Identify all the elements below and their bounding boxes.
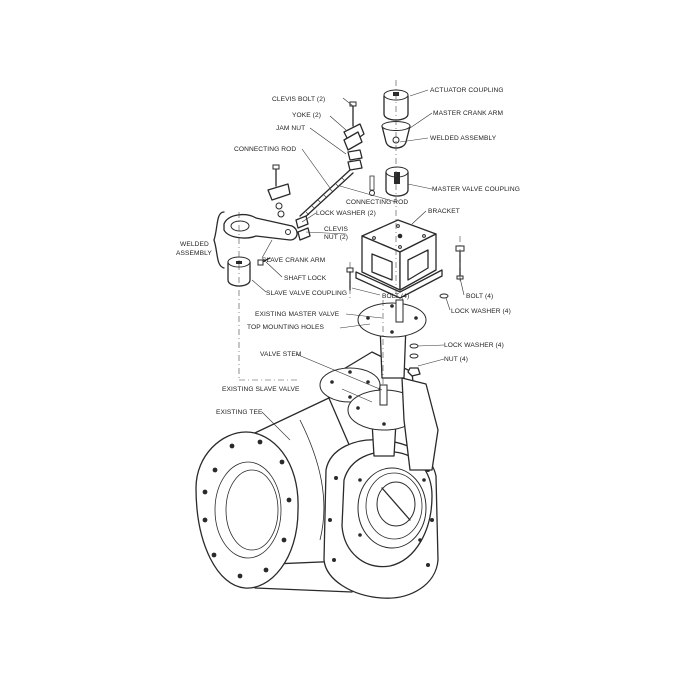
yoke xyxy=(343,123,365,151)
bracket xyxy=(355,219,443,299)
label-welded-assembly-right: WELDED ASSEMBLY xyxy=(430,135,497,142)
shaft-lock xyxy=(257,257,271,266)
label-lock-washer-2: LOCK WASHER (2) xyxy=(316,210,376,217)
label-slave-valve-coupling: SLAVE VALVE COUPLING xyxy=(266,290,347,297)
label-existing-master-valve: EXISTING MASTER VALVE xyxy=(255,311,340,318)
label-bolt-center: BOLT (4) xyxy=(382,293,409,300)
label-valve-stem: VALVE STEM xyxy=(260,351,301,358)
label-welded-assembly-left-2: ASSEMBLY xyxy=(176,250,212,257)
clevis-bolt xyxy=(349,101,357,127)
label-welded-assembly-left-1: WELDED xyxy=(180,241,209,248)
welded-lock-washer-master xyxy=(369,175,375,196)
label-actuator-coupling: ACTUATOR COUPLING xyxy=(430,87,504,94)
center-lines xyxy=(238,80,461,386)
welded-assembly-brace xyxy=(213,211,225,269)
label-connecting-rod-right: CONNECTING ROD xyxy=(346,199,408,206)
label-bolt-right: BOLT (4) xyxy=(466,293,493,300)
jam-nut xyxy=(347,149,363,171)
label-master-crank-arm: MASTER CRANK ARM xyxy=(433,110,503,117)
label-nut: NUT (4) xyxy=(444,356,468,363)
label-clevis-bolt: CLEVIS BOLT (2) xyxy=(272,96,325,103)
existing-master-valve xyxy=(357,299,439,471)
slave-butterfly-valve xyxy=(341,384,433,568)
label-jam-nut: JAM NUT xyxy=(276,125,305,132)
label-clevis-nut-2: NUT (2) xyxy=(324,234,348,241)
label-slave-crank-arm: SLAVE CRANK ARM xyxy=(262,257,325,264)
label-clevis-nut-1: CLEVIS xyxy=(324,226,349,233)
label-existing-slave-valve: EXISTING SLAVE VALVE xyxy=(222,386,300,393)
bracket-lock-washer xyxy=(439,293,449,299)
label-shaft-lock: SHAFT LOCK xyxy=(284,275,327,282)
label-existing-tee: EXISTING TEE xyxy=(216,409,263,416)
master-valve-coupling xyxy=(385,166,409,197)
connecting-rod xyxy=(299,169,354,220)
label-yoke: YOKE (2) xyxy=(292,112,321,119)
valve-lock-washer-and-nut xyxy=(407,343,421,377)
label-top-mounting-holes: TOP MOUNTING HOLES xyxy=(247,324,325,331)
label-master-valve-coupling: MASTER VALVE COUPLING xyxy=(432,186,520,193)
callout-labels: CLEVIS BOLT (2) YOKE (2) JAM NUT CONNECT… xyxy=(176,87,520,416)
label-bracket: BRACKET xyxy=(428,208,460,215)
slave-crank-arm xyxy=(223,213,298,241)
label-connecting-rod-left: CONNECTING ROD xyxy=(234,146,296,153)
label-lock-washer-4-lower: LOCK WASHER (4) xyxy=(444,342,504,349)
leader-lines xyxy=(251,89,465,441)
label-lock-washer-4-upper: LOCK WASHER (4) xyxy=(451,308,511,315)
